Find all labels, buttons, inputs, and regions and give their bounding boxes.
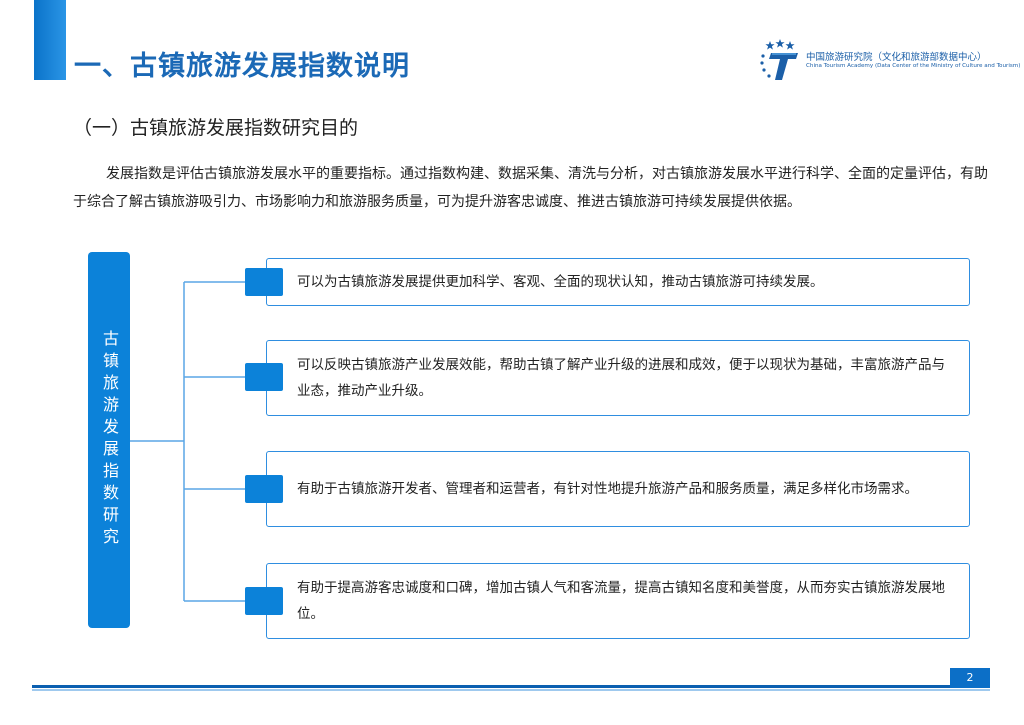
page-number: 2 <box>950 668 990 688</box>
diagram-item-marker <box>245 587 283 615</box>
diagram-item-4: 有助于提高游客忠诚度和口碑，增加古镇人气和客流量，提高古镇知名度和美誉度，从而夯… <box>266 563 970 639</box>
page-title: 一、古镇旅游发展指数说明 <box>74 51 410 82</box>
diagram-item-text: 有助于提高游客忠诚度和口碑，增加古镇人气和客流量，提高古镇知名度和美誉度，从而夯… <box>297 580 945 622</box>
diagram-item-marker <box>245 475 283 503</box>
diagram-item-text: 有助于古镇旅游开发者、管理者和运营者，有针对性地提升旅游产品和服务质量，满足多样… <box>297 481 918 497</box>
diagram-item-marker <box>245 268 283 296</box>
logo: 中国旅游研究院（文化和旅游部数据中心） China Tourism Academ… <box>758 38 1020 84</box>
header-accent-bar <box>34 0 66 80</box>
diagram-root-box: 古镇旅游发展指数研究 <box>88 252 130 628</box>
logo-name-cn: 中国旅游研究院（文化和旅游部数据中心） <box>806 52 987 63</box>
footer-bar <box>32 685 990 688</box>
section-heading: （一）古镇旅游发展指数研究目的 <box>73 117 359 139</box>
diagram-item-1: 可以为古镇旅游发展提供更加科学、客观、全面的现状认知，推动古镇旅游可持续发展。 <box>266 258 970 306</box>
cta-logo-icon <box>760 39 798 80</box>
logo-name-en: China Tourism Academy (Data Center of th… <box>806 63 1021 69</box>
diagram-item-marker <box>245 363 283 391</box>
intro-paragraph: 发展指数是评估古镇旅游发展水平的重要指标。通过指数构建、数据采集、清洗与分析，对… <box>73 166 988 210</box>
diagram-item-text: 可以反映古镇旅游产业发展效能，帮助古镇了解产业升级的进展和成效，便于以现状为基础… <box>297 357 945 399</box>
footer-bar-light <box>32 689 990 691</box>
diagram-item-2: 可以反映古镇旅游产业发展效能，帮助古镇了解产业升级的进展和成效，便于以现状为基础… <box>266 340 970 416</box>
diagram-item-3: 有助于古镇旅游开发者、管理者和运营者，有针对性地提升旅游产品和服务质量，满足多样… <box>266 451 970 527</box>
diagram-root-label: 古镇旅游发展指数研究 <box>100 330 119 550</box>
diagram-item-text: 可以为古镇旅游发展提供更加科学、客观、全面的现状认知，推动古镇旅游可持续发展。 <box>297 274 824 290</box>
